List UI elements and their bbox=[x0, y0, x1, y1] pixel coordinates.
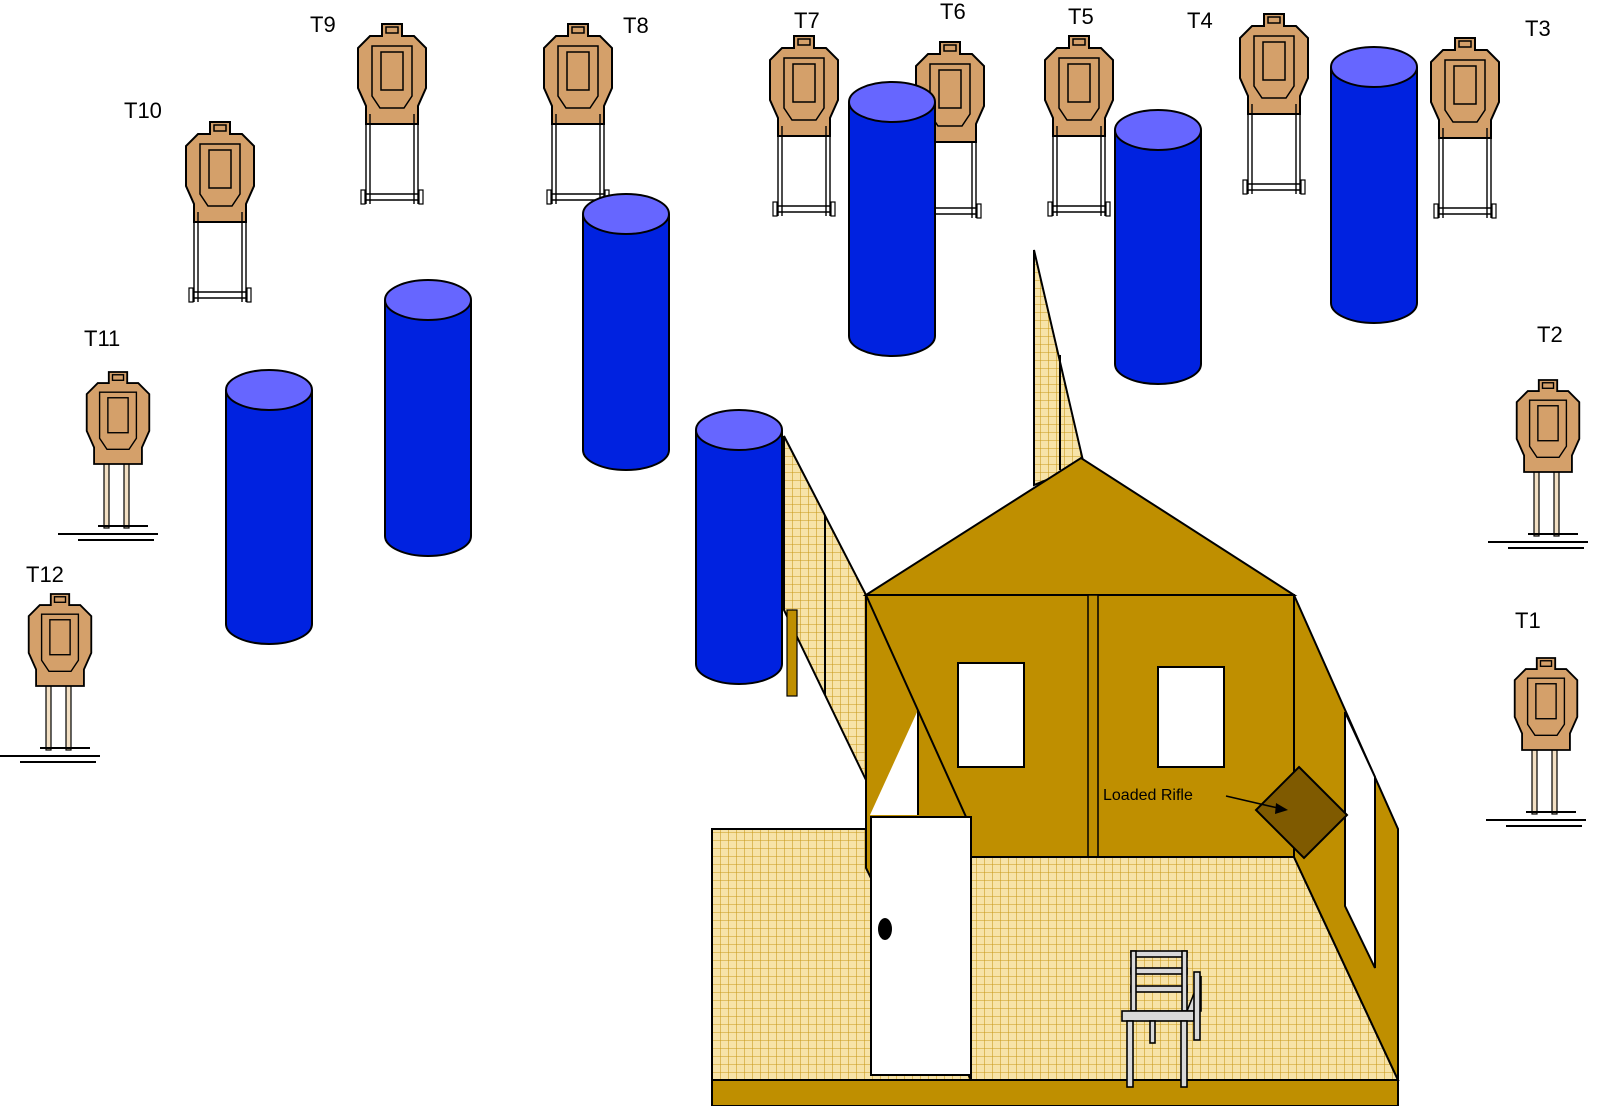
target-stand bbox=[0, 681, 101, 763]
target-label-t2: T2 bbox=[1537, 322, 1563, 347]
target-stand bbox=[360, 113, 424, 205]
barrel-icon bbox=[384, 279, 472, 557]
target-icon bbox=[357, 23, 427, 125]
target-stand bbox=[188, 211, 252, 303]
target-t7 bbox=[769, 35, 839, 217]
target-label-t8: T8 bbox=[623, 13, 649, 38]
rifle-box-icon bbox=[1254, 765, 1349, 860]
target-stand bbox=[772, 125, 836, 217]
target-icon bbox=[1513, 657, 1579, 751]
target-t11 bbox=[57, 371, 159, 541]
target-label-t3: T3 bbox=[1525, 16, 1551, 41]
target-stand bbox=[57, 459, 159, 541]
target-label-t10: T10 bbox=[124, 98, 162, 123]
target-stand bbox=[546, 113, 610, 205]
target-icon bbox=[85, 371, 151, 465]
target-stand bbox=[1047, 125, 1111, 217]
target-t5 bbox=[1044, 35, 1114, 217]
target-t1 bbox=[1485, 657, 1587, 827]
target-t8 bbox=[543, 23, 613, 205]
target-icon bbox=[543, 23, 613, 125]
target-icon bbox=[1239, 13, 1309, 115]
target-icon bbox=[1430, 37, 1500, 139]
chair-icon bbox=[1121, 950, 1202, 1088]
target-icon bbox=[1044, 35, 1114, 137]
target-stand bbox=[1433, 127, 1497, 219]
target-icon bbox=[1515, 379, 1581, 473]
loaded-rifle-arrow bbox=[1225, 795, 1288, 814]
door-icon bbox=[870, 816, 972, 1076]
target-t3 bbox=[1430, 37, 1500, 219]
target-icon bbox=[27, 593, 93, 687]
target-stand bbox=[1485, 745, 1587, 827]
target-t4 bbox=[1239, 13, 1309, 195]
target-t10 bbox=[185, 121, 255, 303]
target-t12 bbox=[0, 593, 101, 763]
target-label-t1: T1 bbox=[1515, 608, 1541, 633]
target-icon bbox=[185, 121, 255, 223]
target-t2 bbox=[1487, 379, 1589, 549]
target-stand bbox=[1487, 467, 1589, 549]
building-icon bbox=[711, 249, 1400, 1106]
target-stand bbox=[1242, 103, 1306, 195]
target-t9 bbox=[357, 23, 427, 205]
barrel-icon bbox=[225, 369, 313, 645]
target-label-t4: T4 bbox=[1187, 8, 1213, 33]
barrel-icon bbox=[848, 81, 936, 357]
target-label-t12: T12 bbox=[26, 562, 64, 587]
target-label-t9: T9 bbox=[310, 12, 336, 37]
loaded-rifle-label: Loaded Rifle bbox=[1103, 787, 1193, 804]
barrel-icon bbox=[1330, 46, 1418, 324]
target-label-t11: T11 bbox=[84, 326, 120, 351]
target-icon bbox=[769, 35, 839, 137]
barrel-icon bbox=[582, 193, 670, 471]
barrel-icon bbox=[695, 409, 783, 685]
target-label-t5: T5 bbox=[1068, 4, 1094, 29]
target-label-t7: T7 bbox=[794, 8, 820, 33]
target-label-t6: T6 bbox=[940, 0, 966, 24]
barrel-icon bbox=[1114, 109, 1202, 385]
